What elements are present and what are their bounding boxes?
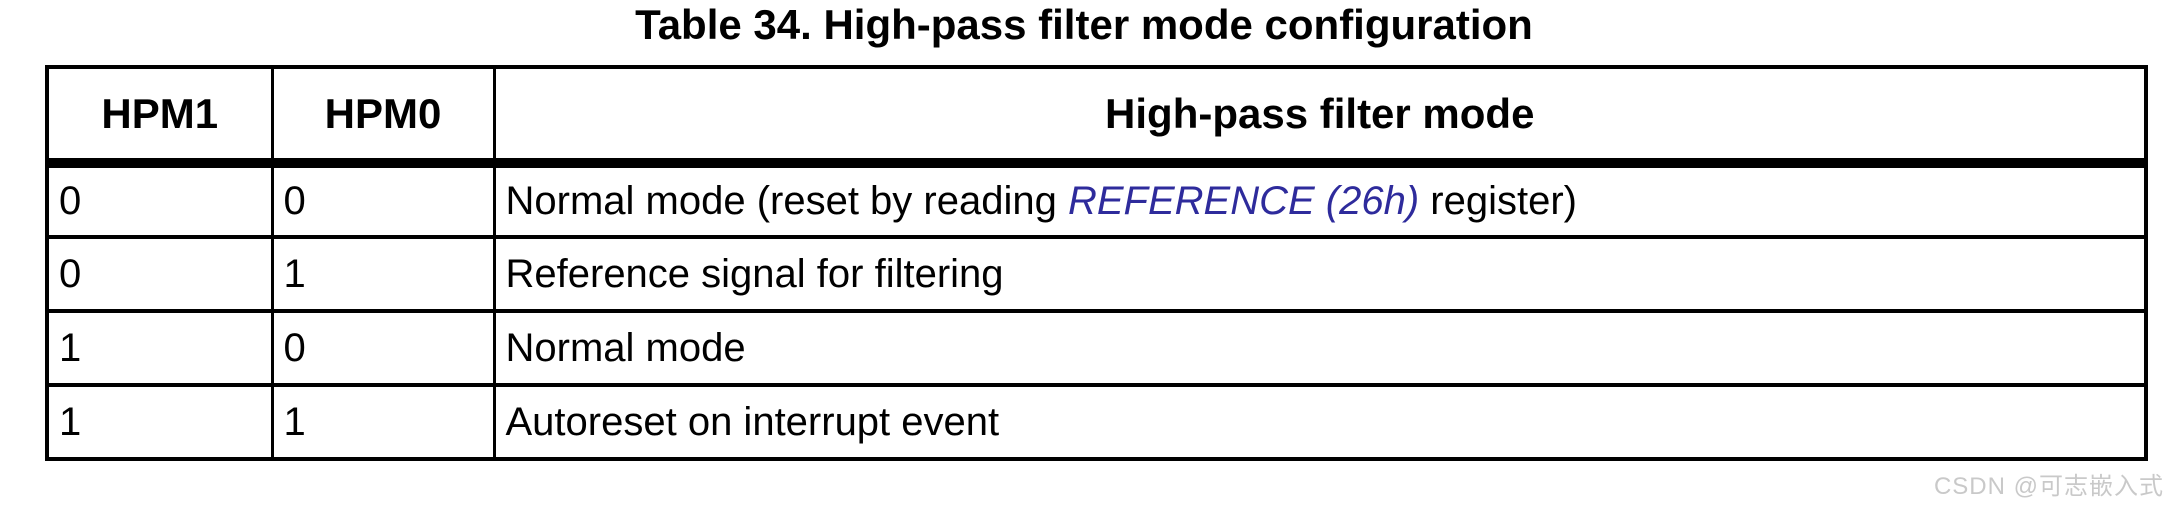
header-row: HPM1 HPM0 High-pass filter mode (45, 65, 2148, 168)
mode-text: Autoreset on interrupt event (505, 399, 1000, 444)
hpm0-cell: 1 (270, 383, 496, 461)
hpm0-cell: 0 (270, 309, 496, 387)
table-row: 1 0 Normal mode (45, 309, 2148, 387)
table-row: 1 1 Autoreset on interrupt event (45, 383, 2148, 461)
hpm0-cell: 1 (270, 235, 496, 313)
hpm1-cell: 0 (45, 235, 274, 313)
hpm1-cell: 1 (45, 309, 274, 387)
mode-cell: Normal mode (reset by reading REFERENCE … (492, 161, 2148, 239)
hpm0-cell: 0 (270, 161, 496, 239)
table-row: 0 1 Reference signal for filtering (45, 235, 2148, 313)
col-header-hpm1: HPM1 (45, 65, 274, 168)
mode-text: Normal mode (505, 325, 746, 370)
mode-text: Normal mode (reset by reading (505, 179, 1068, 223)
table-caption: Table 34. High-pass filter mode configur… (635, 1, 1533, 48)
mode-cell: Reference signal for filtering (492, 235, 2148, 313)
hpm1-cell: 0 (45, 161, 274, 239)
col-header-mode: High-pass filter mode (492, 65, 2148, 168)
table-row: 0 0 Normal mode (reset by reading REFERE… (45, 161, 2148, 239)
reference-register-link[interactable]: REFERENCE (26h) (1067, 179, 1420, 223)
mode-cell: Normal mode (492, 309, 2148, 387)
hpf-mode-config-table: HPM1 HPM0 High-pass filter mode 0 0 Norm… (45, 65, 2148, 461)
csdn-watermark: CSDN @可志嵌入式 (1933, 473, 2164, 500)
mode-cell: Autoreset on interrupt event (492, 383, 2148, 461)
hpm1-cell: 1 (45, 383, 274, 461)
mode-text-suffix: register) (1419, 179, 1577, 223)
col-header-hpm0: HPM0 (270, 65, 496, 168)
mode-text: Reference signal for filtering (505, 251, 1004, 296)
